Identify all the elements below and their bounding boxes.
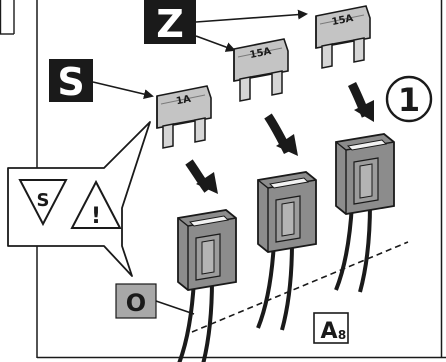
z-label: Z xyxy=(144,0,196,46)
fuse-holder-3 xyxy=(334,132,396,294)
insert-arrow-3 xyxy=(347,81,374,122)
triangle-s-icon: S xyxy=(18,179,68,227)
leader-arrows xyxy=(92,9,308,100)
warning-excl-text: ! xyxy=(91,204,101,229)
s-label-text: S xyxy=(57,60,84,104)
o-label-text: O xyxy=(126,289,146,317)
o-label: O xyxy=(115,283,195,319)
page-ref-letter: A xyxy=(320,319,337,344)
circled-number-icon: 1 xyxy=(385,75,433,123)
fuse-3: 15A xyxy=(315,5,371,69)
fuse-1-rating: 1A xyxy=(175,94,192,108)
fuse-holder-1 xyxy=(176,208,238,362)
fuse-1: 1A xyxy=(156,85,212,149)
z-label-text: Z xyxy=(156,2,184,46)
s-label: S xyxy=(49,59,93,104)
warning-callout: S ! xyxy=(7,121,151,277)
insert-arrow-2 xyxy=(264,113,298,156)
page-reference: A 8 xyxy=(313,312,349,344)
fuse-holder-2 xyxy=(256,170,318,332)
fuse-2-rating: 15A xyxy=(249,46,273,61)
insertion-arrows xyxy=(185,81,374,194)
step-number: 1 xyxy=(398,81,420,119)
page-ref-number: 8 xyxy=(338,328,346,342)
insert-arrow-1 xyxy=(185,159,218,194)
fuse-3-rating: 15A xyxy=(331,13,355,28)
warning-triangle-icon: ! xyxy=(70,179,122,229)
fuse-2: 15A xyxy=(233,38,289,102)
mounting-line xyxy=(191,241,409,333)
warning-s-text: S xyxy=(37,190,50,211)
